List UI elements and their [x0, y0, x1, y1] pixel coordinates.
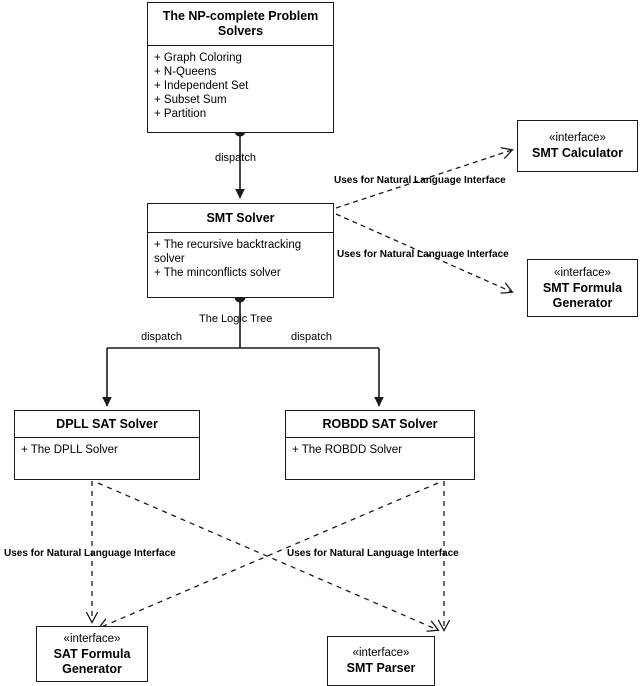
interface-stereotype: «interface»: [352, 647, 410, 659]
class-attribute: + The minconflicts solver: [154, 267, 281, 279]
interface-box-sat-formula-generator[interactable]: «interface» SAT Formula Generator: [36, 626, 148, 682]
class-name-dpll-sat-solver: DPLL SAT Solver: [15, 411, 199, 438]
class-attribute: + Graph Coloring: [154, 52, 242, 64]
class-box-smt-solver[interactable]: SMT Solver + The recursive backtracking …: [147, 203, 334, 298]
class-attributes-np-complete-problem-solvers: + Graph Coloring + N-Queens + Independen…: [148, 46, 333, 125]
interface-name-line1: SAT Formula: [53, 646, 131, 661]
interface-stereotype: «interface»: [63, 632, 121, 645]
class-attribute: + The ROBDD Solver: [292, 444, 403, 456]
edge-label-dispatch-top: dispatch: [215, 152, 256, 164]
edge-label-dispatch-right: dispatch: [291, 331, 332, 343]
edge-label-dispatch-left: dispatch: [141, 331, 182, 343]
interface-name-line2: Generator: [62, 661, 122, 676]
class-name-smt-solver: SMT Solver: [148, 204, 333, 233]
edge-dpll-to-smt-parser: [97, 482, 440, 632]
class-attributes-smt-solver: + The recursive backtracking solver + Th…: [148, 233, 333, 284]
class-name-line1: SMT Solver: [206, 210, 275, 225]
edge-label-the-logic-tree: The Logic Tree: [199, 313, 273, 325]
class-name-line1: ROBDD SAT Solver: [322, 416, 438, 431]
class-name-np-complete-problem-solvers: The NP-complete Problem Solvers: [148, 3, 333, 46]
interface-name: SMT Calculator: [532, 146, 623, 160]
class-attribute: + Subset Sum: [154, 94, 227, 106]
interface-box-smt-calculator[interactable]: «interface» SMT Calculator: [517, 120, 638, 172]
class-name-line2: Solvers: [217, 24, 264, 38]
class-box-np-complete-problem-solvers[interactable]: The NP-complete Problem Solvers + Graph …: [147, 2, 334, 133]
edge-label-uses-calculator: Uses for Natural Language Interface: [334, 175, 506, 186]
diagram-connectors: [85, 125, 514, 632]
class-name-line1: The NP-complete Problem: [162, 9, 319, 23]
class-attribute: + The recursive backtracking solver: [154, 239, 302, 265]
class-name-robdd-sat-solver: ROBDD SAT Solver: [286, 411, 474, 438]
interface-stereotype: «interface»: [554, 266, 611, 279]
class-attribute: + Partition: [154, 108, 207, 120]
diagram-canvas: The NP-complete Problem Solvers + Graph …: [4, 2, 638, 686]
edge-label-uses-sat-formula: Uses for Natural Language Interface: [4, 548, 176, 559]
interface-stereotype: «interface»: [549, 132, 606, 144]
class-attribute: + N-Queens: [154, 66, 217, 78]
class-attribute: + Independent Set: [154, 80, 249, 92]
edge-robdd-to-sat-formula: [97, 482, 439, 630]
interface-box-smt-formula-generator[interactable]: «interface» SMT Formula Generator: [527, 259, 638, 317]
edge-label-uses-smt-formula: Uses for Natural Language Interface: [337, 249, 509, 260]
class-name-line1: DPLL SAT Solver: [56, 416, 158, 431]
interface-name-line2: Generator: [552, 295, 613, 310]
class-box-robdd-sat-solver[interactable]: ROBDD SAT Solver + The ROBDD Solver: [285, 410, 475, 480]
interface-box-smt-parser[interactable]: «interface» SMT Parser: [327, 636, 435, 686]
class-attributes-dpll-sat-solver: + The DPLL Solver: [15, 438, 199, 461]
class-box-dpll-sat-solver[interactable]: DPLL SAT Solver + The DPLL Solver: [14, 410, 200, 480]
edge-smt-to-calculator: [335, 147, 514, 209]
interface-name-line1: SMT Formula: [542, 280, 623, 295]
class-attribute: + The DPLL Solver: [21, 444, 118, 456]
class-attributes-robdd-sat-solver: + The ROBDD Solver: [286, 438, 474, 461]
edge-label-uses-smt-parser: Uses for Natural Language Interface: [287, 548, 459, 559]
